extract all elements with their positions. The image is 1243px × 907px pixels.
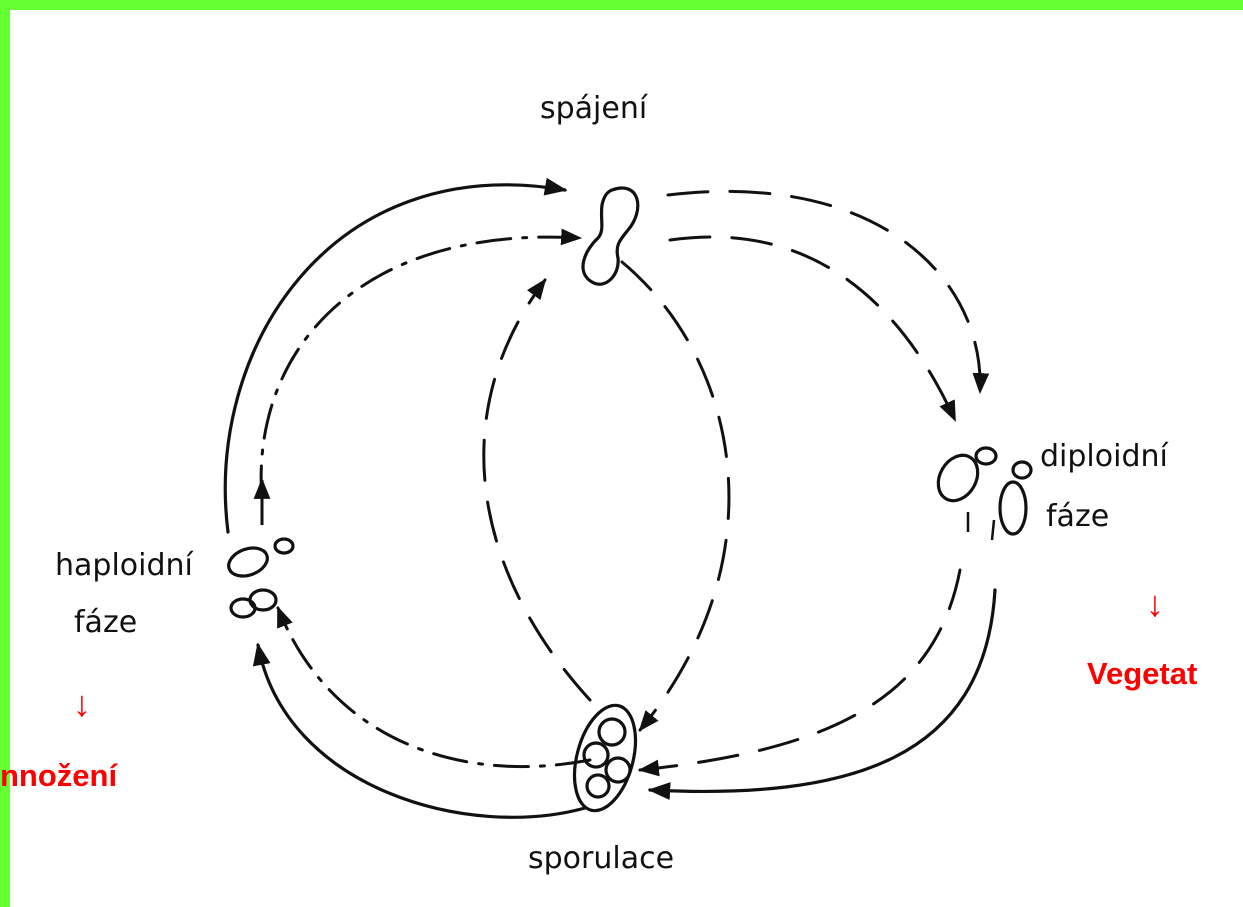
- haploid-cell-small-2: [250, 590, 276, 610]
- spore-4: [587, 775, 609, 797]
- inner-dashed-left: [484, 280, 590, 700]
- label-haploid-line2: fáze: [74, 606, 137, 640]
- dashdot-arc-bottom-left: [278, 608, 590, 767]
- left-annotation-arrow: ↓: [73, 686, 91, 722]
- label-diploid-line2: fáze: [1046, 500, 1109, 534]
- label-haploid-line1: haploidní: [55, 549, 193, 583]
- diploid-cell-second: [1000, 482, 1026, 534]
- haploid-cell-bud: [275, 539, 293, 553]
- dashed-arc-bottom-right-inner: [640, 570, 960, 770]
- left-annotation-text: nnožení: [0, 758, 117, 794]
- right-annotation-text: Vegetat: [1087, 656, 1197, 692]
- outer-solid-arc-bottom-left: [258, 645, 585, 817]
- spore-2: [584, 743, 608, 767]
- inner-dashed-right: [622, 262, 729, 730]
- spore-3: [606, 758, 630, 782]
- haploid-cell-large: [225, 543, 271, 581]
- dashdot-arc-top-left: [261, 237, 580, 500]
- diploid-cell-second-bud: [1013, 462, 1031, 478]
- ascus-icon: [564, 699, 646, 818]
- label-spajeni: spájení: [540, 92, 647, 126]
- diploid-cell-bud: [976, 448, 996, 464]
- outer-solid-arc-top-left: [225, 185, 565, 532]
- label-sporulace: sporulace: [528, 842, 674, 876]
- right-annotation-arrow: ↓: [1146, 586, 1164, 622]
- spore-1: [599, 719, 625, 745]
- dashed-arc-top-right: [668, 191, 980, 392]
- label-diploid-line1: diploidní: [1040, 440, 1168, 474]
